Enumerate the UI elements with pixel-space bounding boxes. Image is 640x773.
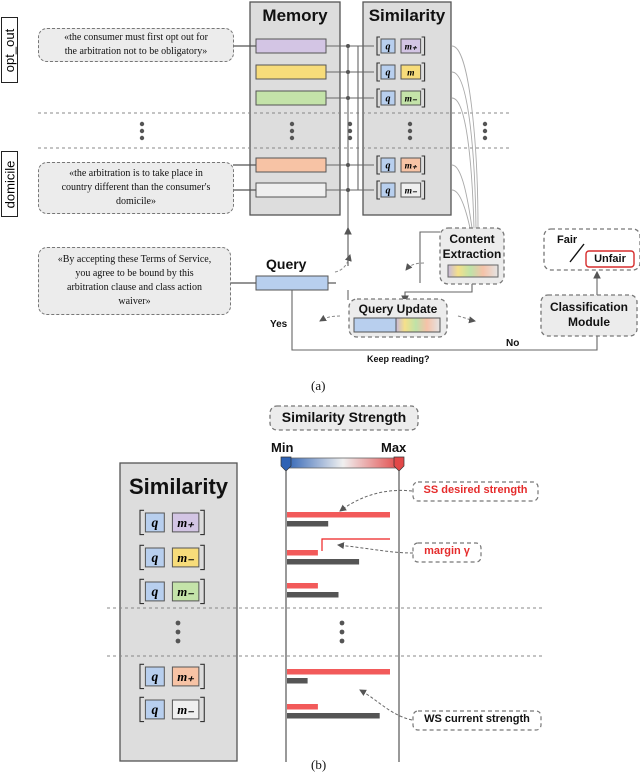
- similarity-title: Similarity: [368, 6, 446, 25]
- max-label: Max: [381, 440, 407, 455]
- m-symbol: m₋: [177, 703, 194, 717]
- q-symbol: q: [386, 42, 391, 53]
- ws-callout-box: [412, 710, 542, 731]
- desired-bar-2: [287, 550, 318, 556]
- similarity-pairs-b: q m₊ q m₋ q m₋ q m₊ q m₋: [139, 509, 205, 723]
- query-update-label: Query Update: [358, 302, 438, 316]
- sentence-opt-out: «the consumer must first opt out for the…: [38, 28, 234, 62]
- ws-label: WS current strength: [424, 713, 530, 725]
- query-label: Query: [266, 256, 307, 272]
- current-bar-5: [287, 713, 380, 719]
- no-label: No: [506, 338, 520, 349]
- domicile-tag: domicile: [1, 151, 18, 217]
- similarity-b-pair-2: q m₋: [139, 544, 205, 571]
- similarity-pair-5: q m₋: [376, 180, 426, 200]
- classification-module-box: [540, 294, 638, 337]
- unfair-label: Unfair: [594, 253, 626, 265]
- sentence-domicile: «the arbitration is to take place in cou…: [38, 162, 234, 214]
- q-symbol: q: [151, 515, 158, 530]
- m-symbol: m₋: [177, 585, 194, 599]
- q-symbol: q: [386, 94, 391, 105]
- similarity-pair-1: q m₊: [376, 36, 426, 56]
- q-symbol: q: [386, 186, 391, 197]
- similarity-strength-title: Similarity Strength: [281, 409, 407, 425]
- similarity-strength-box: [269, 405, 419, 431]
- current-bar-1: [287, 521, 329, 527]
- classification-label: Classification Module: [549, 300, 629, 329]
- query-box: [255, 275, 329, 291]
- m-symbol: m₊: [177, 516, 194, 530]
- similarity-title-b: Similarity: [128, 474, 229, 499]
- opt-out-tag: opt_out: [1, 17, 18, 83]
- caption-a: (a): [311, 378, 326, 393]
- similarity-b-pair-3: q m₋: [139, 578, 205, 605]
- min-max-gradient: [285, 457, 401, 469]
- q-symbol: q: [151, 550, 158, 565]
- keep-reading-label: Keep reading?: [367, 354, 430, 364]
- q-symbol: q: [386, 68, 391, 79]
- min-label: Min: [271, 440, 294, 455]
- m-symbol: m₋: [405, 187, 418, 197]
- desired-bar-5: [287, 704, 318, 710]
- similarity-pair-3: q m₋: [376, 88, 426, 108]
- unfair-box: [585, 250, 635, 268]
- m-symbol: m: [407, 69, 414, 79]
- strength-bars: [287, 512, 390, 719]
- yes-label: Yes: [270, 319, 288, 330]
- sentence-query: «By accepting these Terms of Service, yo…: [38, 247, 231, 315]
- m-symbol: m₋: [405, 95, 418, 105]
- margin-callout-box: [412, 542, 482, 563]
- q-symbol: q: [151, 669, 158, 684]
- similarity-b-pair-4: q m₊: [139, 663, 205, 690]
- ss-label: SS desired strength: [423, 484, 528, 496]
- q-symbol: q: [386, 161, 391, 172]
- similarity-b-pair-5: q m₋: [139, 696, 205, 723]
- q-symbol: q: [151, 584, 158, 599]
- memory-slots: [255, 38, 327, 198]
- memory-title: Memory: [262, 6, 328, 25]
- similarity-b-pair-1: q m₊: [139, 509, 205, 536]
- desired-bar-1: [287, 512, 390, 518]
- caption-b: (b): [311, 757, 327, 772]
- memory-panel: [249, 1, 341, 216]
- margin-label: margin γ: [424, 545, 470, 557]
- q-symbol: q: [151, 702, 158, 717]
- desired-bar-4: [287, 669, 390, 675]
- m-symbol: m₋: [177, 551, 194, 565]
- content-extraction-label: Content Extraction: [442, 232, 502, 261]
- current-bar-4: [287, 678, 308, 684]
- m-symbol: m₊: [405, 162, 418, 172]
- desired-bar-3: [287, 583, 318, 589]
- similarity-pair-4: q m₊: [376, 155, 426, 175]
- m-symbol: m₊: [405, 43, 418, 53]
- current-bar-3: [287, 592, 339, 598]
- ss-callout-box: [412, 481, 539, 502]
- current-bar-2: [287, 559, 360, 565]
- m-symbol: m₊: [177, 670, 194, 684]
- fair-label: Fair: [557, 234, 578, 246]
